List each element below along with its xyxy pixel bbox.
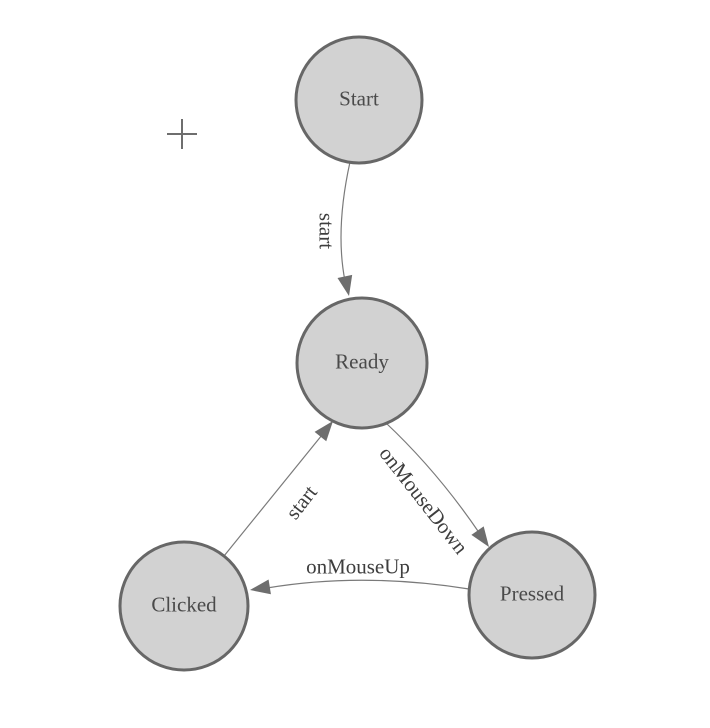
state-node-start[interactable]: Start (294, 35, 424, 165)
origin-crosshair (167, 119, 197, 149)
arrowhead-icon-ready-to-pressed (471, 526, 489, 547)
edge-label-start-to-ready[interactable]: start (315, 213, 339, 249)
transition-pressed-to-clicked[interactable]: onMouseUp (249, 554, 470, 597)
edge-line-ready-to-pressed[interactable] (385, 422, 481, 535)
edge-line-start-to-ready[interactable] (340, 161, 351, 282)
state-node-pressed[interactable]: Pressed (467, 530, 597, 660)
state-label-pressed: Pressed (500, 581, 565, 605)
state-circle-pressed[interactable] (467, 530, 597, 660)
edge-label-ready-to-pressed[interactable]: onMouseDown (374, 442, 473, 559)
state-circle-clicked[interactable] (118, 540, 250, 672)
state-node-clicked[interactable]: Clicked (118, 540, 250, 672)
state-circle-ready[interactable] (295, 296, 429, 430)
edge-line-clicked-to-ready[interactable] (223, 434, 323, 557)
state-label-start: Start (339, 86, 379, 110)
state-circle-start[interactable] (294, 35, 424, 165)
arrowhead-icon-start-to-ready (337, 274, 353, 296)
arrowhead-icon-pressed-to-clicked (250, 579, 271, 595)
state-label-ready: Ready (335, 349, 389, 373)
transition-start-to-ready[interactable]: start (315, 161, 357, 298)
edge-label-clicked-to-ready[interactable]: start (281, 480, 322, 523)
transition-ready-to-pressed[interactable]: onMouseDown (374, 422, 495, 559)
transition-clicked-to-ready[interactable]: start (223, 416, 339, 557)
edge-line-pressed-to-clicked[interactable] (266, 579, 470, 590)
edge-label-pressed-to-clicked[interactable]: onMouseUp (306, 554, 410, 578)
arrowhead-icon-clicked-to-ready (314, 421, 333, 442)
state-label-clicked: Clicked (151, 592, 217, 616)
state-node-ready[interactable]: Ready (295, 296, 429, 430)
